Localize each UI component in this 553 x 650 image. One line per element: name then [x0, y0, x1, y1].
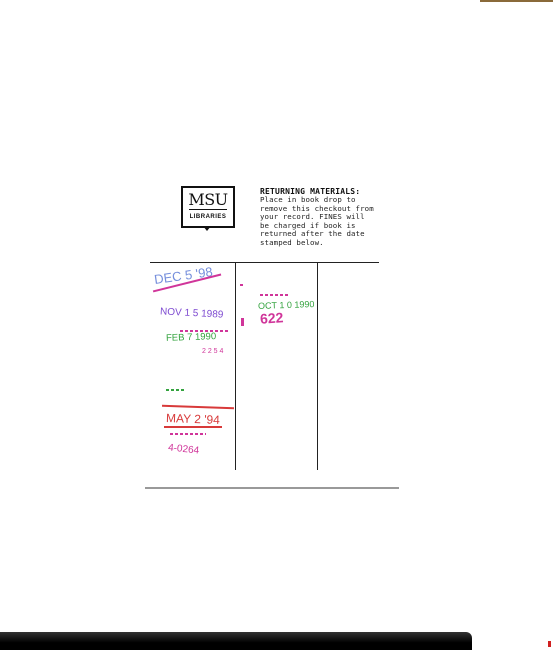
- stamp-mark: [240, 284, 244, 286]
- logo-divider: [189, 209, 227, 210]
- notice-line: your record. FINES will: [260, 212, 365, 222]
- strike-line: [164, 426, 222, 428]
- header-divider: [150, 262, 379, 263]
- logo-text: MSU: [188, 190, 228, 209]
- notice-line: Place in book drop to: [260, 195, 356, 204]
- slip-bottom-edge: [145, 487, 399, 489]
- date-stamp: 4-0264: [167, 442, 200, 457]
- scan-edge-mark: [480, 0, 553, 2]
- date-stamp: 2 2 5 4: [202, 348, 224, 355]
- date-stamp: MAY 2 '94: [165, 411, 221, 427]
- stamp-mark: [260, 294, 290, 296]
- book-drop-arrow-icon: [203, 226, 211, 231]
- notice-line: stamped below.: [260, 237, 324, 247]
- notice-heading: RETURNING MATERIALS:: [260, 187, 361, 196]
- stamp-mark: [241, 318, 244, 326]
- date-stamp: OCT 1 0 1990: [257, 299, 315, 311]
- notice-line: remove this checkout from: [260, 203, 374, 213]
- date-stamp: NOV 1 5 1989: [159, 306, 224, 321]
- date-stamp: 622: [259, 309, 284, 327]
- column-divider: [317, 262, 318, 470]
- logo-subtext: LIBRARIES: [189, 214, 227, 220]
- date-stamp: FEB 7 1990: [165, 331, 217, 344]
- notice-line: be charged if book is: [260, 220, 356, 230]
- scan-edge-mark: [548, 641, 551, 647]
- column-divider: [235, 262, 236, 470]
- msu-libraries-logo: MSU LIBRARIES: [181, 186, 235, 228]
- stamp-mark: [166, 389, 184, 391]
- strike-line: [161, 404, 235, 409]
- notice-line: returned after the date: [260, 229, 365, 239]
- stamp-mark: [170, 433, 206, 435]
- date-due-slip: MSU LIBRARIES RETURNING MATERIALS: Place…: [140, 168, 400, 490]
- scan-shadow-bar: [0, 632, 472, 650]
- notice-text: Place in book drop to remove this checko…: [260, 195, 374, 248]
- stamp-mark: [180, 330, 230, 332]
